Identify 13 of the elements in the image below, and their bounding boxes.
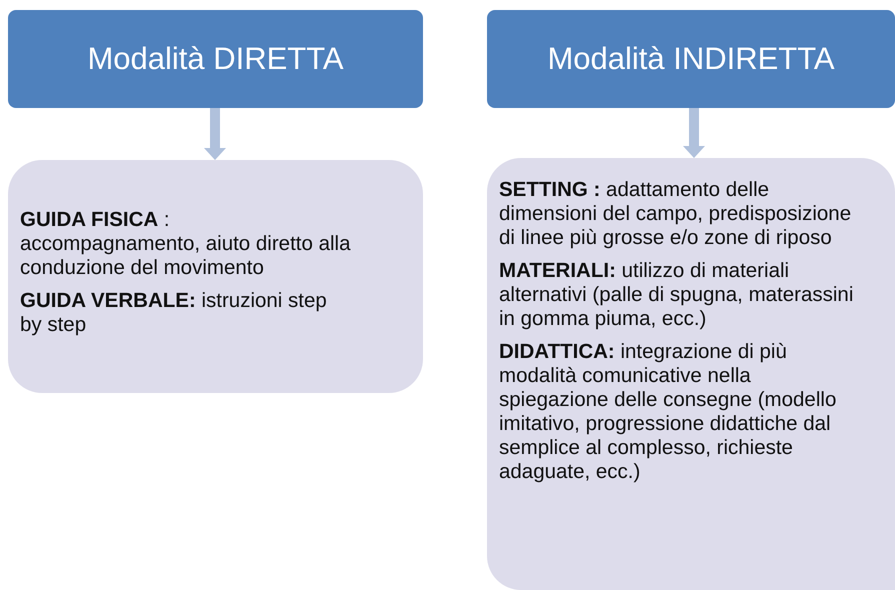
description-text: GUIDA VERBALE: istruzioni step by step bbox=[20, 288, 328, 336]
description-text: SETTING : adattamento delle dimensioni del campo, predisposizione di linee più grosse e/o zone di riposo bbox=[499, 178, 852, 250]
down-arrow bbox=[204, 108, 226, 160]
description-text: DIDATTICA: integrazione di più modalità comunicative nella spiegazione delle consegne (modello imitativo, progressione didattiche dal semplice al complesso, richieste adaguate, ecc.) bbox=[499, 340, 838, 484]
content-box bbox=[8, 160, 423, 393]
down-arrow bbox=[683, 108, 705, 158]
description-text: GUIDA FISICA : accompagnamento, aiuto diretto alla conduzione del movimento bbox=[20, 208, 352, 280]
header-title: Modalità DIRETTA bbox=[87, 41, 344, 77]
content-box bbox=[487, 158, 895, 590]
header-box bbox=[487, 10, 895, 108]
description-text: MATERIALI: utilizzo di materiali alternativi (palle di spugna, materassini in gomma piuma, ecc.) bbox=[499, 259, 854, 331]
header-title: Modalità INDIRETTA bbox=[547, 41, 835, 77]
header-box bbox=[8, 10, 423, 108]
